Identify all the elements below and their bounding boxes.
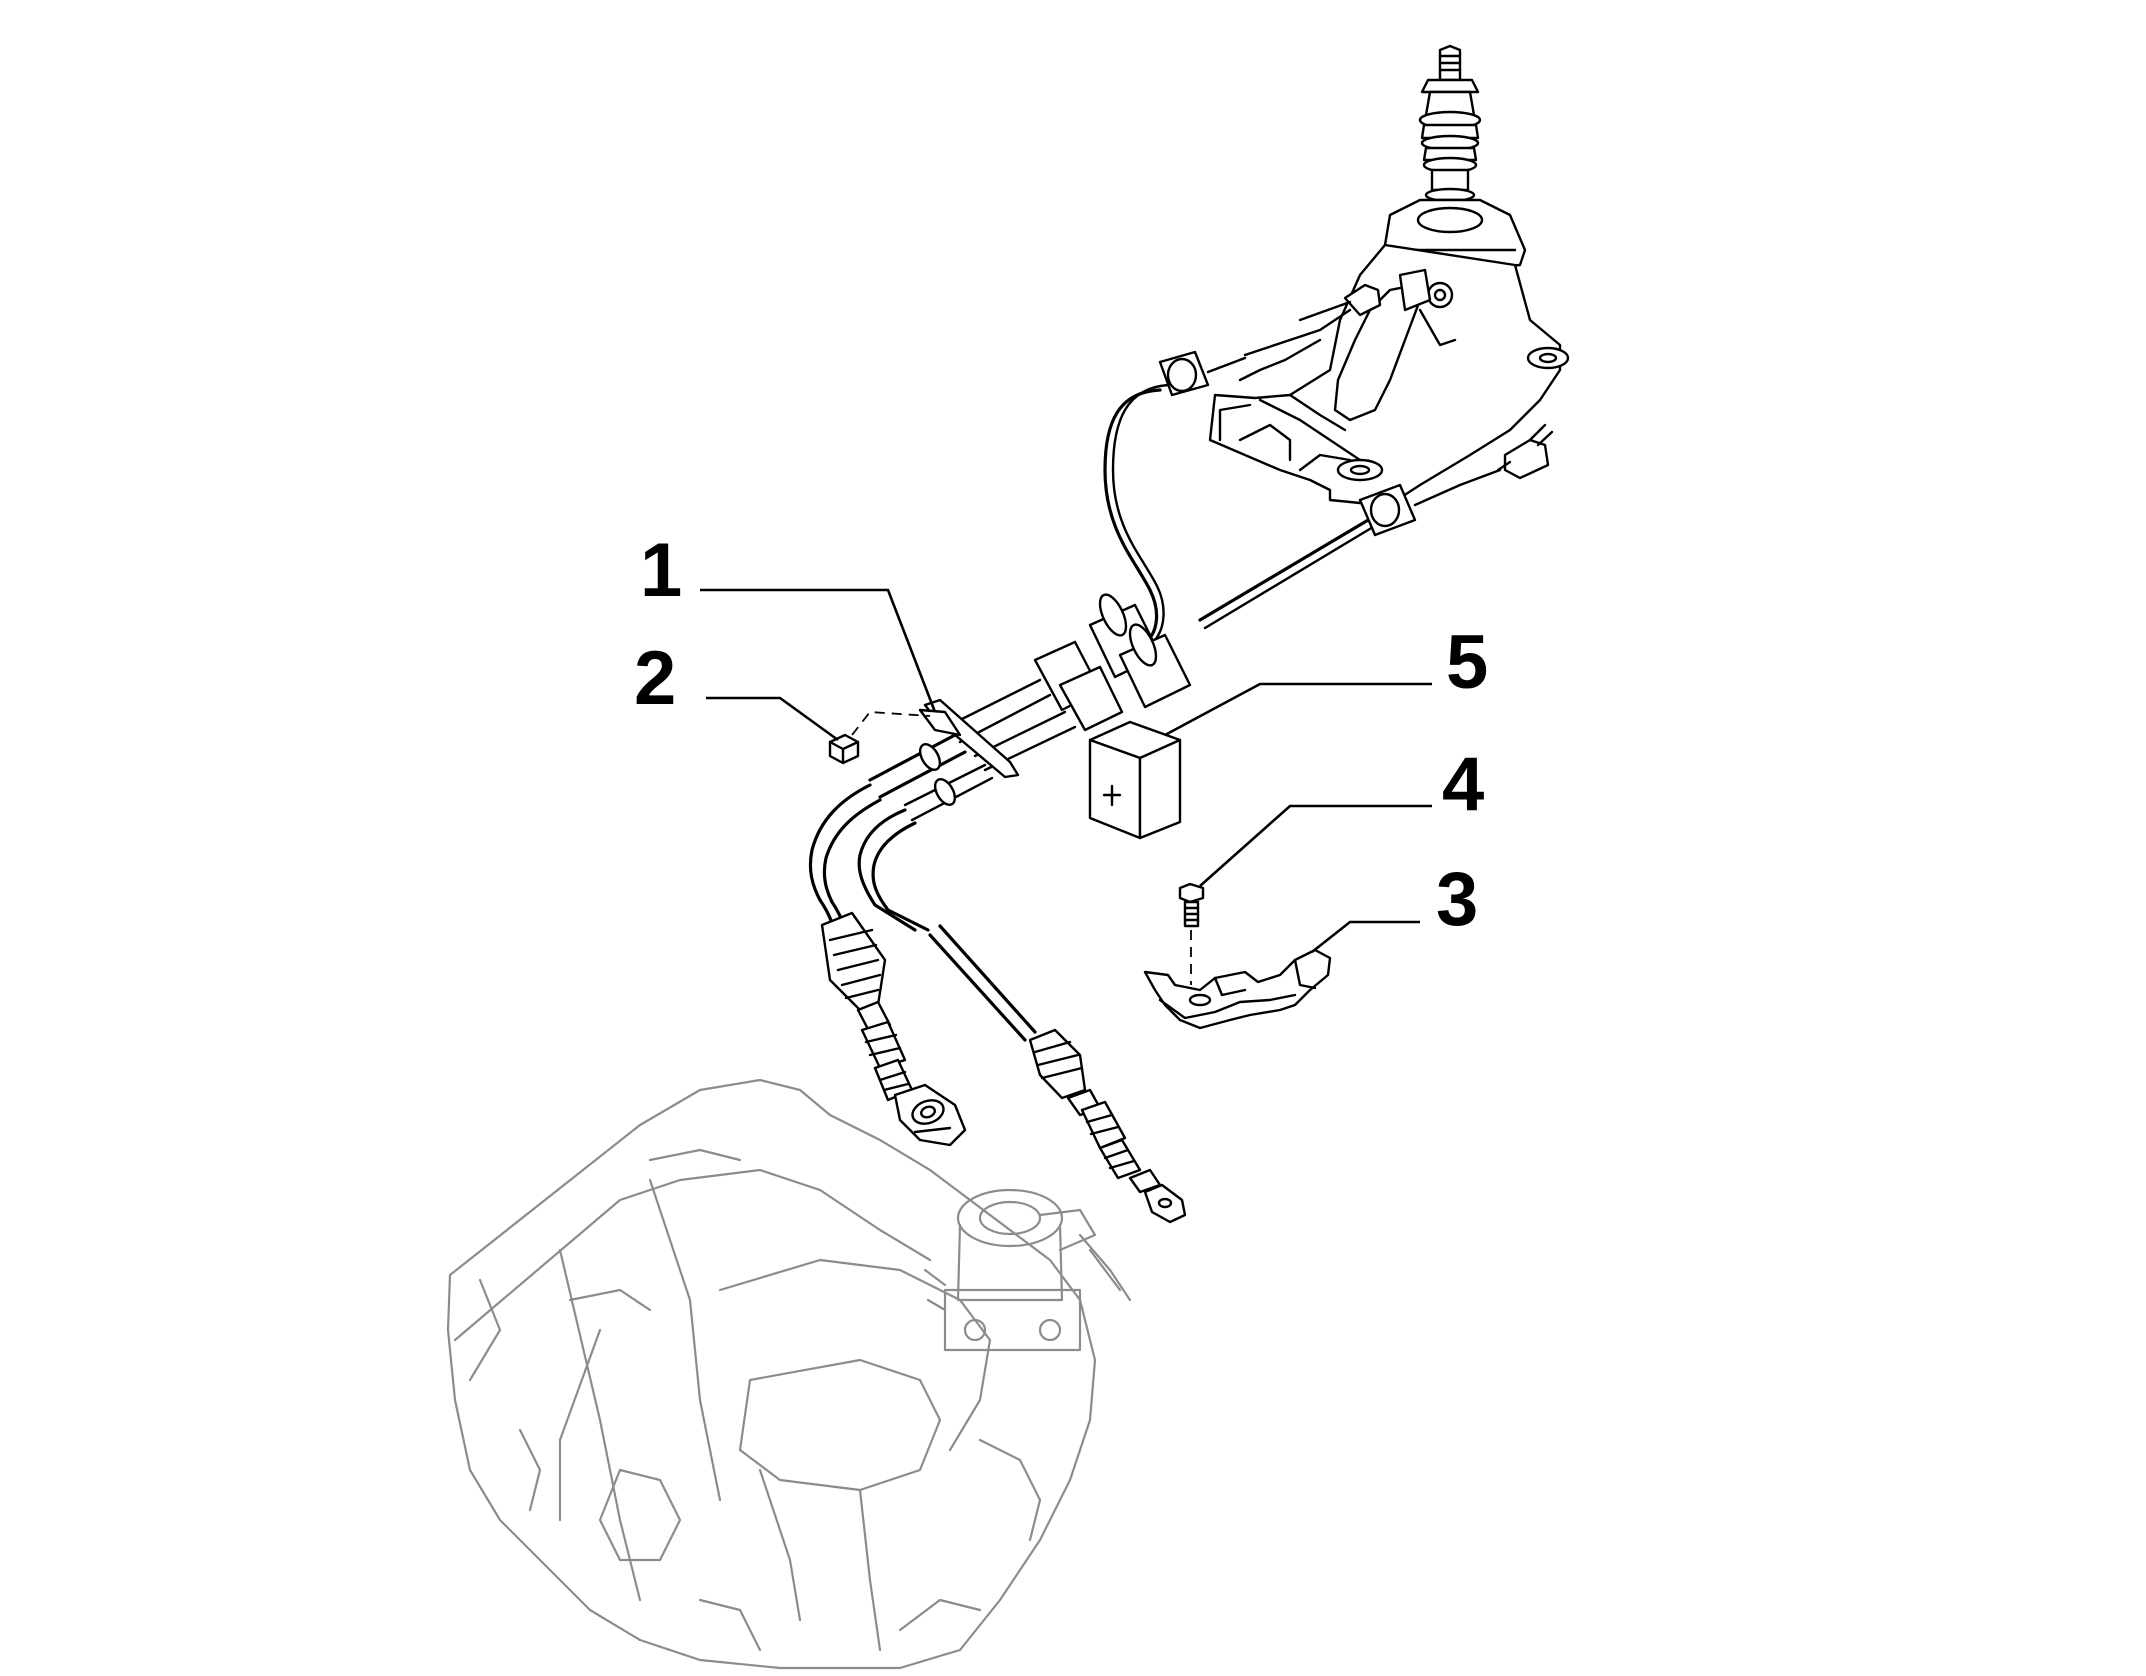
leader-line-3 xyxy=(1311,920,1420,954)
callout-label-5: 5 xyxy=(1446,620,1488,705)
gearbox-selector-tower xyxy=(923,1188,1132,1352)
leader-line-2 xyxy=(706,696,839,742)
cable-bracket xyxy=(918,698,1020,779)
callout-label-3: 3 xyxy=(1436,857,1478,942)
cable-end-right xyxy=(1028,1028,1187,1224)
leader-line-1 xyxy=(700,588,937,713)
leader-line-5 xyxy=(1164,682,1432,737)
heat-shield-part-3 xyxy=(1143,948,1332,1030)
cable-sleeve-lower xyxy=(1118,623,1192,709)
gearshift-cables xyxy=(808,383,1390,1042)
leader-line-4 xyxy=(1199,804,1432,887)
cable-end-left xyxy=(820,911,967,1147)
gear-shifter-assembly xyxy=(1158,44,1570,537)
callout-label-1: 1 xyxy=(640,528,682,613)
screw-part-4 xyxy=(1178,882,1205,985)
callout-label-2: 2 xyxy=(634,636,676,721)
leader-lines xyxy=(700,588,1432,954)
callout-labels: 1 2 3 4 5 xyxy=(634,528,1488,942)
callout-label-4: 4 xyxy=(1442,742,1484,827)
bolt-part-2 xyxy=(828,711,931,765)
gearbox-housing xyxy=(446,1078,1097,1670)
box-part-5 xyxy=(1088,720,1182,840)
